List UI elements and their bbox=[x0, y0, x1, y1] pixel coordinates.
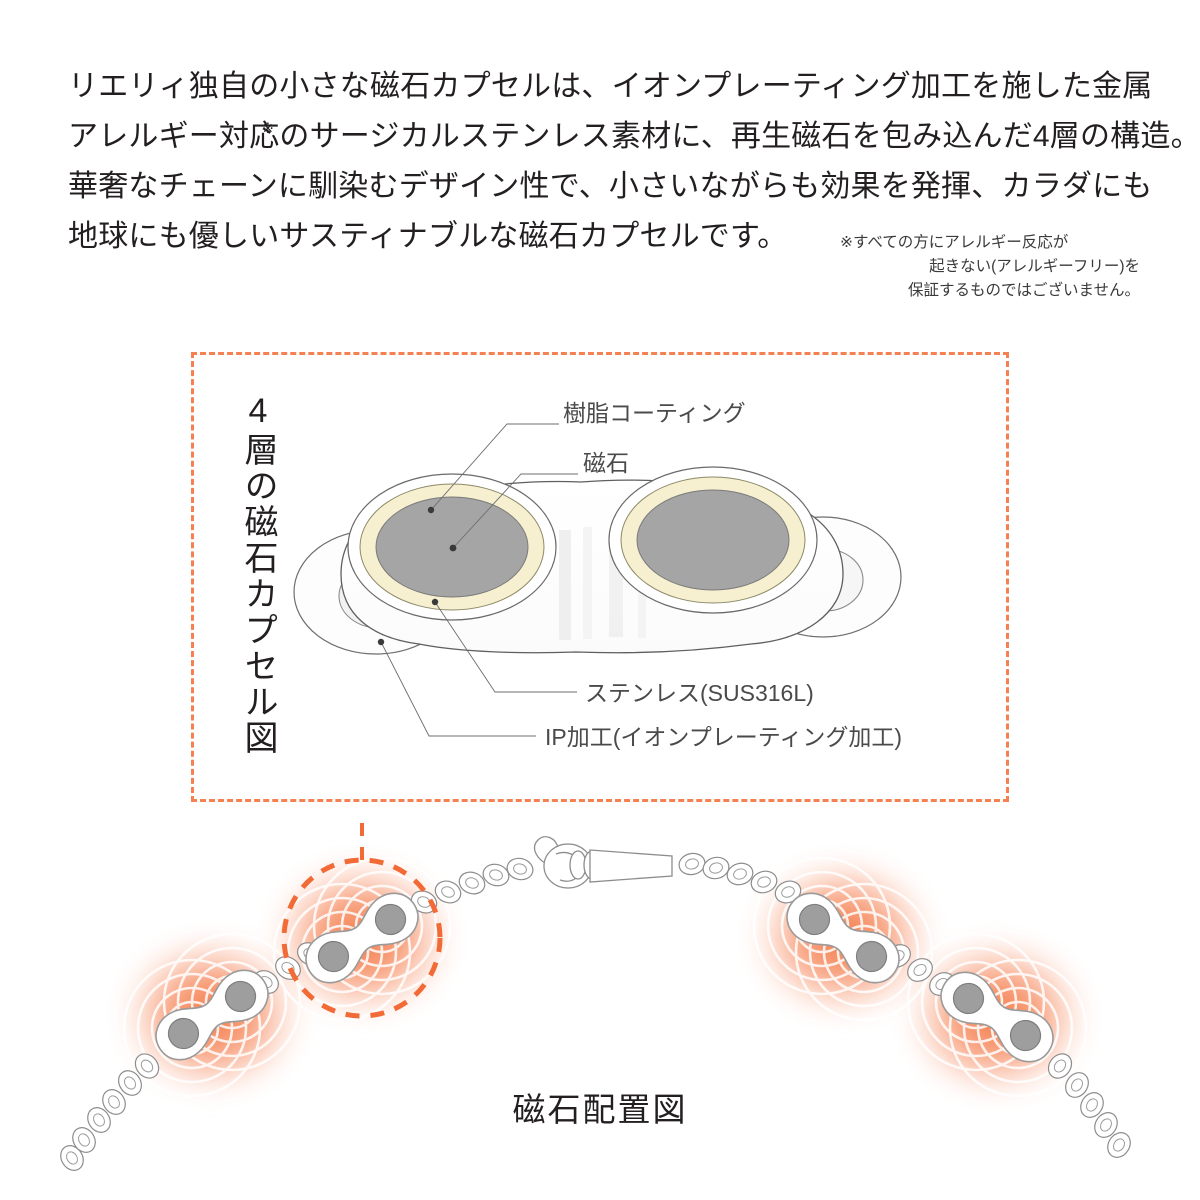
capsule-cross-section-illustration bbox=[293, 423, 902, 737]
bracelet-capsule-2 bbox=[305, 892, 419, 984]
bracelet-capsule-1 bbox=[155, 969, 269, 1061]
diagram-label-ip-coating: IP加工(イオンプレーティング加工) bbox=[545, 724, 902, 750]
capsule-highlight-callout bbox=[281, 820, 443, 1019]
intro-line-4: 地球にも優しいサスティナブルな磁石カプセルです。 bbox=[68, 220, 788, 253]
intro-paragraph: リエリィ独自の小さな磁石カプセルは、イオンプレーティング加工を施した金属 アレル… bbox=[68, 62, 1200, 262]
intro-line-1: リエリィ独自の小さな磁石カプセルは、イオンプレーティング加工を施した金属 bbox=[68, 70, 1153, 103]
diagram-leader-lines bbox=[377, 423, 578, 737]
intro-line-2: アレルギー対応のサージカルステンレス素材に、再生磁石を包み込んだ4層の構造。 bbox=[68, 112, 1200, 162]
bracelet-capsule-4 bbox=[940, 971, 1054, 1063]
allergy-footnote: ※すべての方にアレルギー反応が 起きない(アレルギーフリー)を 保証するものでは… bbox=[840, 231, 1140, 303]
bracelet-capsule-3 bbox=[786, 892, 900, 984]
bracelet-magnet-layout-illustration bbox=[55, 820, 1136, 1176]
capsule-magnet-right bbox=[608, 466, 818, 614]
diagram-label-stainless: ステンレス(SUS316L) bbox=[585, 680, 814, 706]
footnote-line-2: 起きない(アレルギーフリー)を bbox=[929, 258, 1140, 275]
diagram-vertical-title: 4層の磁石カプセル図 bbox=[239, 392, 277, 756]
footnote-line-1: ※すべての方にアレルギー反応が bbox=[840, 234, 1069, 251]
intro-line-3: 華奢なチェーンに馴染むデザイン性で、小さいながらも効果を発揮、カラダにも bbox=[68, 170, 1153, 203]
allergy-asterisk-mark: ※ bbox=[262, 120, 274, 136]
diagram-label-resin-coating: 樹脂コーティング bbox=[563, 400, 746, 426]
bracelet-caption: 磁石配置図 bbox=[512, 1091, 688, 1128]
bracelet-clasp bbox=[534, 836, 673, 889]
footnote-line-3: 保証するものではございません。 bbox=[907, 282, 1140, 299]
intro-line-2-text: アレルギー対応のサージカルステンレス素材に、再生磁石を包み込んだ4層の構造。 bbox=[68, 120, 1200, 153]
diagram-label-magnet: 磁石 bbox=[583, 450, 629, 476]
